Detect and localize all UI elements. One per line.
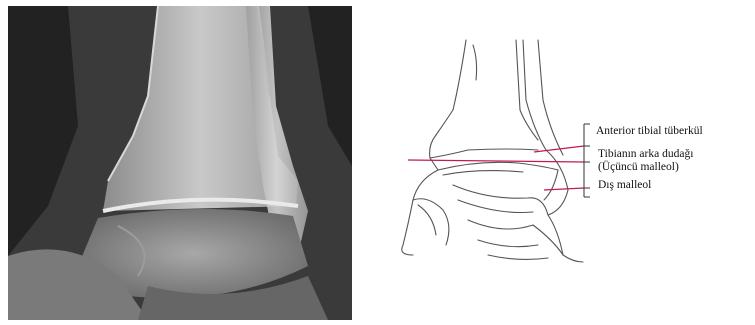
ankle-xray-image [8,6,352,320]
sketch [358,0,755,325]
pointer-posterior-lip [408,160,584,162]
pointer-lateral-malleolus [544,188,584,190]
label-anterior-tibial-tubercle: Anterior tibial tüberkül [596,125,703,138]
label-bracket [584,124,590,197]
label-posterior-tibial-lip: Tibianın arka dudağı (Üçüncü malleol) [598,148,693,174]
label-lateral-malleolus: Dış malleol [598,179,651,192]
label-posterior-lip-line1: Tibianın arka dudağı [598,148,693,161]
label-posterior-lip-line2: (Üçüncü malleol) [598,161,693,174]
xray-drawing [8,6,352,320]
ankle-line-drawing [358,0,755,325]
